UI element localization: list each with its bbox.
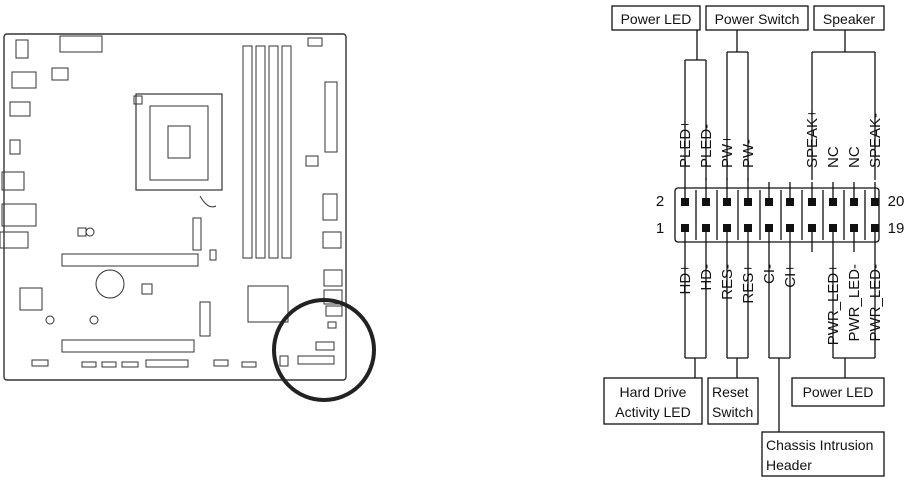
pin-top-1	[681, 198, 689, 206]
pin-number-20: 20	[888, 193, 905, 210]
reset-label-line2: Switch	[712, 404, 753, 420]
bottom-pin-label-6: CI+	[782, 264, 799, 288]
pin-number-19: 19	[888, 220, 905, 237]
pin-bottom-1	[681, 224, 689, 232]
bottom-pin-label-3: RES-	[719, 264, 736, 300]
pin-top-8	[829, 198, 837, 206]
pin-top-3	[723, 198, 731, 206]
bottom-pin-label-2: HD-	[698, 264, 715, 291]
pin-number-1: 1	[656, 220, 664, 237]
bottom-pin-label-9: PWR_LED-	[867, 264, 884, 342]
pin-bottom-6	[786, 224, 794, 232]
pin-bottom-5	[765, 224, 773, 232]
pin-bottom-10	[871, 224, 879, 232]
top-pin-label-4: PW-	[740, 139, 757, 168]
pinout-lines	[603, 5, 885, 477]
pin-bottom-4	[744, 224, 752, 232]
top-pin-label-8: SPEAK-	[867, 113, 884, 168]
header-location-highlight	[272, 298, 376, 402]
pin-top-2	[702, 198, 710, 206]
power-switch-label: Power Switch	[715, 11, 800, 27]
bottom-pin-label-1: HD+	[677, 264, 694, 295]
reset-label-line1: Reset	[712, 384, 749, 400]
pin-bottom-7	[808, 224, 816, 232]
top-pin-label-3: PW+	[719, 135, 736, 168]
pin-number-2: 2	[656, 193, 664, 210]
pin-bottom-9	[850, 224, 858, 232]
bottom-pin-label-7: PWR_LED+	[825, 264, 842, 346]
top-pin-label-5: SPEAK+	[804, 109, 821, 168]
power-led-bottom-label: Power LED	[803, 384, 874, 400]
chassis-label-line2: Header	[766, 457, 812, 473]
bottom-pin-label-4: RES+	[740, 264, 757, 304]
bottom-pin-labels: HD+HD-RES-RES+CI-CI+PWR_LED+PWR_LED-PWR_…	[677, 264, 884, 346]
top-pin-label-1: PLED+	[677, 120, 694, 168]
hdd-led-label-line1: Hard Drive	[620, 384, 687, 400]
pin-top-6	[786, 198, 794, 206]
hdd-led-label-line2: Activity LED	[615, 404, 690, 420]
pin-bottom-8	[829, 224, 837, 232]
pin-top-4	[744, 198, 752, 206]
motherboard-outline	[0, 33, 347, 381]
top-pin-label-6: NC	[825, 146, 842, 168]
pin-bottom-2	[702, 224, 710, 232]
speaker-label: Speaker	[823, 11, 875, 27]
power-led-label: Power LED	[621, 11, 692, 27]
connector-pins	[681, 182, 879, 252]
bottom-pin-label-8: PWR_LED-	[846, 264, 863, 342]
pin-top-5	[765, 198, 773, 206]
pin-top-10	[871, 198, 879, 206]
chassis-label-line1: Chassis Intrusion	[766, 437, 873, 453]
bottom-pin-label-5: CI-	[761, 264, 778, 284]
top-pin-label-2: PLED-	[698, 124, 715, 168]
top-pin-label-7: NC	[846, 146, 863, 168]
pin-top-7	[808, 198, 816, 206]
pin-bottom-3	[723, 224, 731, 232]
pin-top-9	[850, 198, 858, 206]
